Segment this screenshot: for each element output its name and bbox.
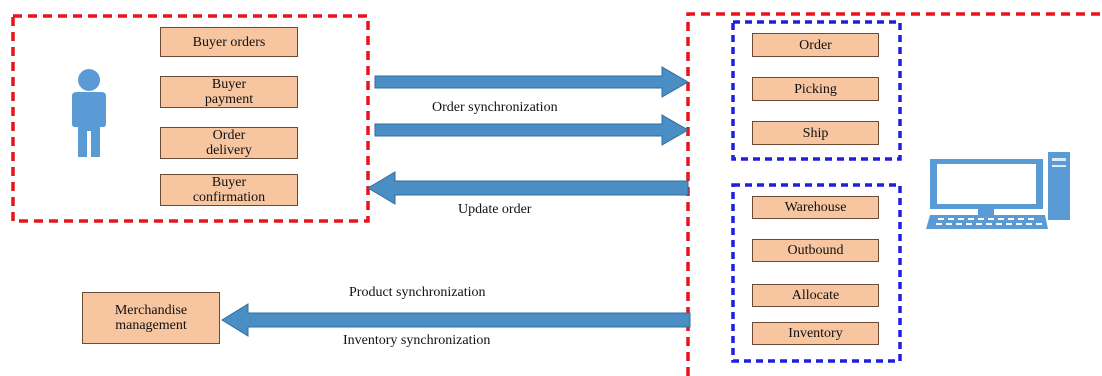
ship-box: Ship: [752, 121, 879, 145]
order-delivery-box: Order delivery: [160, 127, 298, 159]
merchandise-management-box: Merchandise management: [82, 292, 220, 344]
product-sync-label: Product synchronization: [349, 285, 486, 300]
update-order-arrow: [367, 171, 689, 205]
order-group-region: [731, 20, 902, 161]
buyer-orders-box: Buyer orders: [160, 27, 298, 57]
order-box: Order: [752, 33, 879, 57]
outbound-box: Outbound: [752, 239, 879, 262]
picking-box: Picking: [752, 77, 879, 101]
system-region: [686, 12, 1102, 376]
product-inventory-sync-arrow: [221, 303, 691, 337]
order-sync-arrow-1: [374, 66, 690, 98]
person-icon: [72, 69, 106, 157]
buyer-confirmation-box: Buyer confirmation: [160, 174, 298, 206]
order-sync-label: Order synchronization: [432, 100, 558, 115]
buyer-payment-box: Buyer payment: [160, 76, 298, 108]
inventory-sync-label: Inventory synchronization: [343, 333, 491, 348]
order-sync-arrow-2: [374, 114, 690, 146]
update-order-label: Update order: [458, 202, 532, 217]
inventory-box: Inventory: [752, 322, 879, 345]
allocate-box: Allocate: [752, 284, 879, 307]
warehouse-group-region: [731, 183, 902, 363]
computer-icon: [926, 152, 1070, 229]
warehouse-box: Warehouse: [752, 196, 879, 219]
customer-region: [11, 14, 370, 223]
